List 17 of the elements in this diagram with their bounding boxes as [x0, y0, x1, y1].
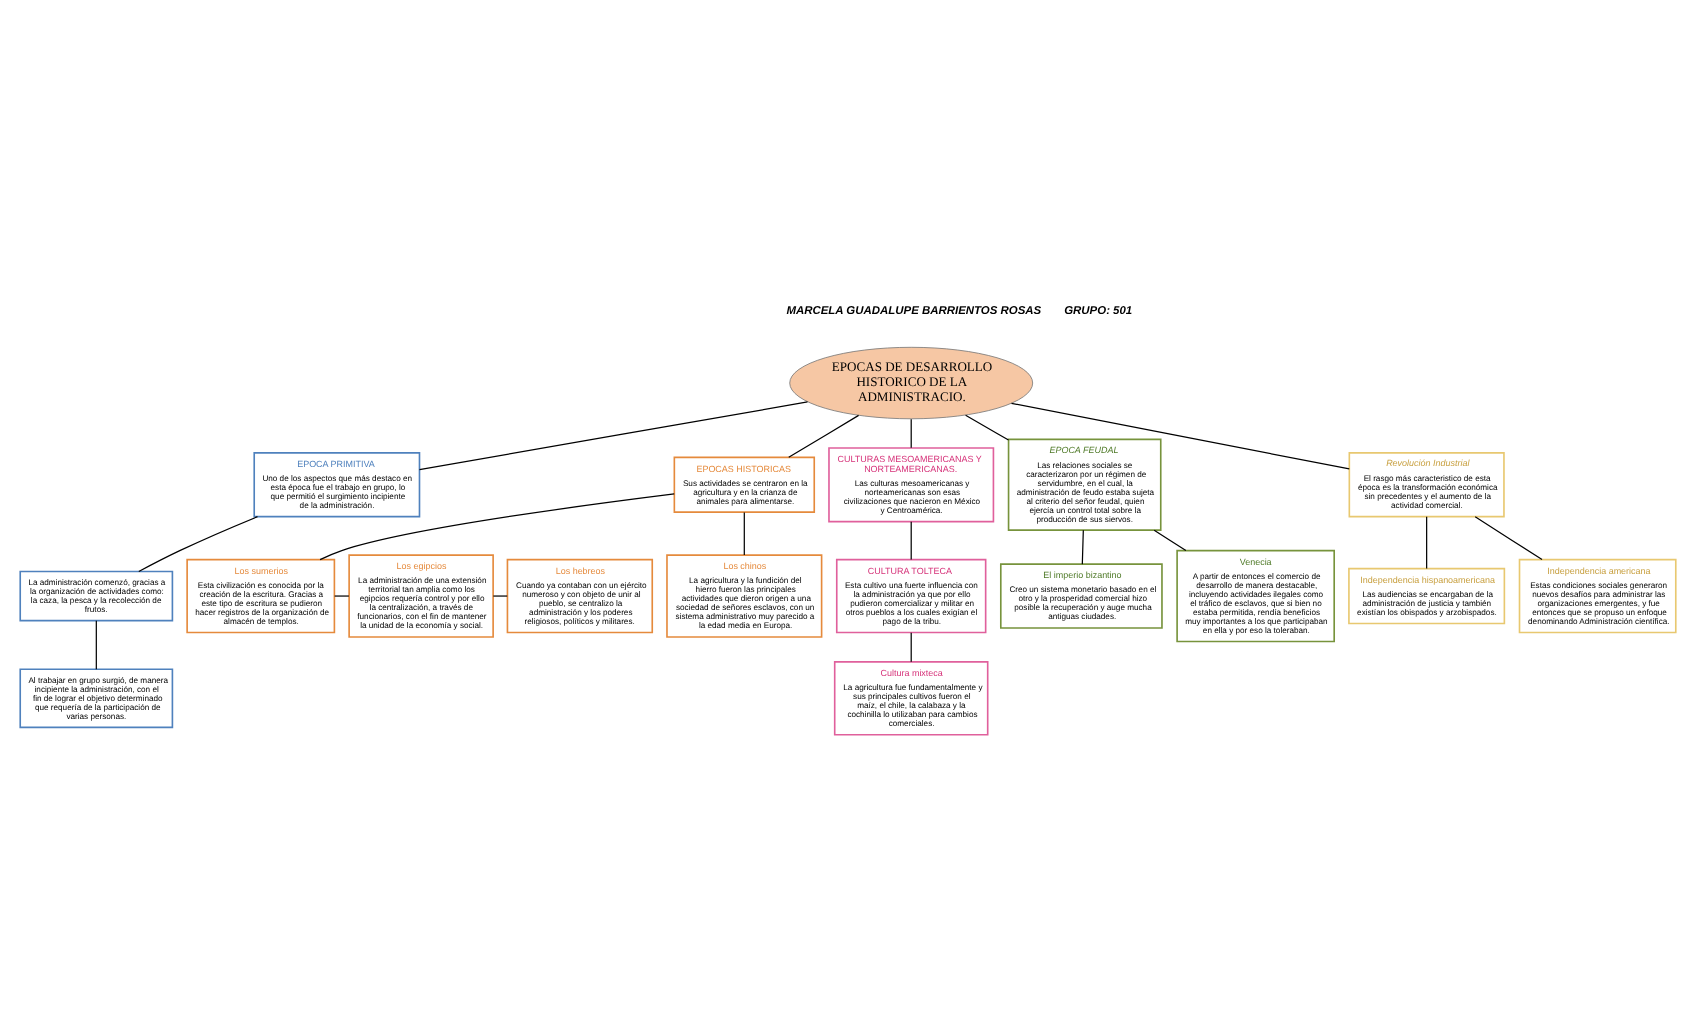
connector	[1081, 528, 1084, 564]
connector	[910, 631, 912, 662]
connector	[1010, 401, 1350, 469]
connector	[418, 400, 809, 470]
connector	[95, 619, 97, 669]
connector	[334, 594, 350, 596]
connector	[743, 510, 745, 555]
connector	[910, 520, 912, 560]
connector	[1153, 528, 1187, 551]
connector	[138, 515, 259, 572]
connector	[910, 417, 912, 448]
connector	[1474, 515, 1543, 560]
connector	[788, 413, 860, 457]
connector	[319, 492, 675, 560]
connector	[492, 594, 508, 596]
connector	[965, 413, 1010, 440]
connector	[1426, 515, 1428, 569]
